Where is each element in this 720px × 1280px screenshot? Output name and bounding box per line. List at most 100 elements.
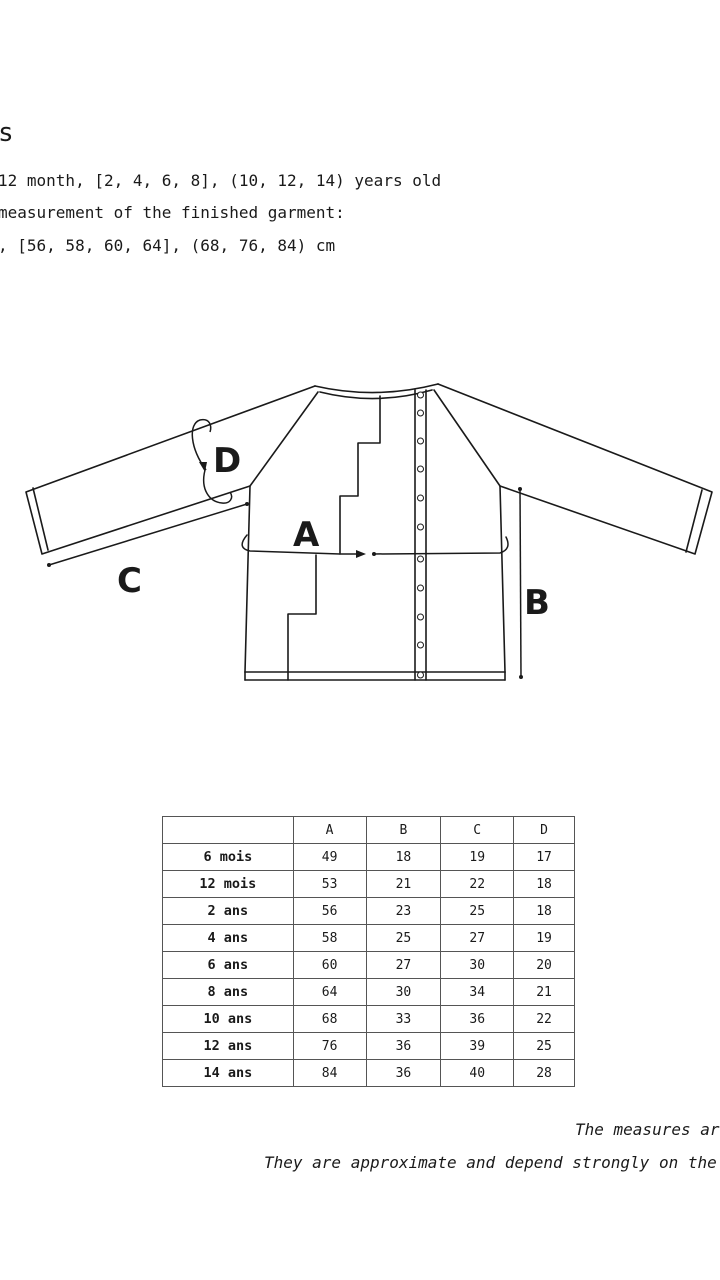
measure-c-line (48, 503, 248, 566)
measure-b-line (519, 488, 522, 678)
measures-note: The measures ar (575, 1120, 720, 1139)
table-cell: 22 (513, 1005, 575, 1033)
table-cell: 20 (513, 951, 575, 979)
table-cell: 68 (292, 1005, 367, 1033)
left-raglan-seam (249, 391, 319, 487)
right-sleeve-outline (437, 383, 713, 555)
measure-a-right-line (373, 536, 509, 555)
table-row: 6 mois 49 18 19 17 (162, 843, 575, 871)
table-cell: 34 (440, 978, 515, 1006)
table-cell: 64 (292, 978, 367, 1006)
button-icon (417, 391, 424, 399)
table-cell: 40 (440, 1059, 515, 1087)
table-header-cell: B (365, 816, 442, 844)
size-table: A B C D 6 mois 49 18 19 17 12 mois 53 21… (162, 816, 575, 1087)
table-header-row: A B C D (162, 816, 575, 844)
right-cuff-line (685, 489, 703, 553)
table-cell: 27 (365, 951, 442, 979)
approximate-note: They are approximate and depend strongly… (264, 1153, 717, 1172)
measure-c-label: C (117, 561, 142, 601)
button-icon (417, 437, 424, 445)
button-icon (417, 641, 424, 649)
measure-a-left-loop (241, 534, 341, 555)
table-cell: 6 ans (162, 951, 294, 979)
button-icon (417, 584, 424, 592)
table-cell: 2 ans (162, 897, 294, 925)
table-header-cell: C (440, 816, 515, 844)
table-cell: 53 (292, 870, 367, 898)
table-cell: 27 (440, 924, 515, 952)
table-header-cell (162, 816, 294, 844)
measure-d-label: D (213, 441, 241, 481)
button-icon (417, 555, 424, 563)
body-left-side (244, 485, 251, 673)
table-cell: 30 (365, 978, 442, 1006)
button-icon (417, 465, 424, 473)
table-cell: 12 ans (162, 1032, 294, 1060)
table-cell: 10 ans (162, 1005, 294, 1033)
table-cell: 30 (440, 951, 515, 979)
table-cell: 14 ans (162, 1059, 294, 1087)
table-cell: 21 (513, 978, 575, 1006)
measure-b-bottom-dot (519, 675, 523, 679)
cardigan-schematic-svg: D A C B (25, 383, 713, 681)
table-cell: 18 (513, 870, 575, 898)
table-cell: 23 (365, 897, 442, 925)
table-cell: 12 mois (162, 870, 294, 898)
table-row: 12 ans 76 36 39 25 (162, 1032, 575, 1060)
table-cell: 84 (292, 1059, 367, 1087)
table-cell: 17 (513, 843, 575, 871)
measure-a-end-dot (372, 552, 376, 556)
table-cell: 19 (440, 843, 515, 871)
table-cell: 25 (440, 897, 515, 925)
measurement-intro-text: measurement of the finished garment: (0, 203, 345, 222)
measure-c-left-dot (47, 563, 51, 567)
table-cell: 8 ans (162, 978, 294, 1006)
garment-diagram: D A C B (0, 370, 720, 690)
table-row: 8 ans 64 30 34 21 (162, 978, 575, 1006)
table-cell: 58 (292, 924, 367, 952)
table-cell: 18 (365, 843, 442, 871)
table-cell: 6 mois (162, 843, 294, 871)
measure-d-arrowhead-icon (199, 462, 207, 472)
color-block-upper (339, 395, 381, 554)
table-cell: 36 (440, 1005, 515, 1033)
table-cell: 22 (440, 870, 515, 898)
table-header-cell: A (292, 816, 367, 844)
measurements-text: , [56, 58, 60, 64], (68, 76, 84) cm (0, 236, 336, 255)
button-icon (417, 523, 424, 531)
measure-d-loop (191, 418, 233, 504)
neckline-outer (314, 383, 439, 394)
button-icon (417, 494, 424, 502)
sizes-text: 12 month, [2, 4, 6, 8], (10, 12, 14) yea… (0, 171, 442, 190)
button-icon (417, 671, 424, 679)
table-cell: 28 (513, 1059, 575, 1087)
table-row: 14 ans 84 36 40 28 (162, 1059, 575, 1087)
table-cell: 4 ans (162, 924, 294, 952)
table-cell: 18 (513, 897, 575, 925)
left-cuff-line (32, 487, 49, 551)
table-row: 12 mois 53 21 22 18 (162, 870, 575, 898)
table-row: 2 ans 56 23 25 18 (162, 897, 575, 925)
button-icon (417, 613, 424, 621)
table-row: 10 ans 68 33 36 22 (162, 1005, 575, 1033)
table-cell: 19 (513, 924, 575, 952)
right-raglan-seam (433, 389, 501, 487)
table-header-cell: D (513, 816, 575, 844)
measure-a-label: A (293, 515, 320, 555)
table-cell: 25 (513, 1032, 575, 1060)
table-cell: 60 (292, 951, 367, 979)
table-cell: 56 (292, 897, 367, 925)
table-row: 4 ans 58 25 27 19 (162, 924, 575, 952)
table-row: 6 ans 60 27 30 20 (162, 951, 575, 979)
table-cell: 33 (365, 1005, 442, 1033)
table-cell: 36 (365, 1059, 442, 1087)
measure-b-top-dot (518, 487, 522, 491)
measure-b-label: B (524, 583, 550, 623)
table-cell: 25 (365, 924, 442, 952)
table-cell: 49 (292, 843, 367, 871)
table-cell: 76 (292, 1032, 367, 1060)
color-block-lower (287, 554, 317, 681)
table-cell: 36 (365, 1032, 442, 1060)
body-right-side (499, 485, 506, 673)
